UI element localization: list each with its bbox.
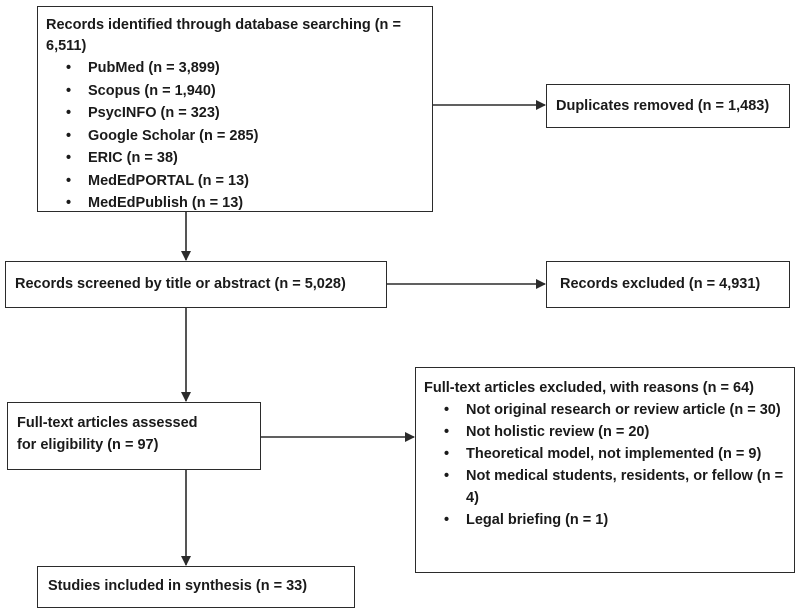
records-identified-box: Records identified through database sear… [37,6,433,212]
bullet-icon: • [444,402,450,418]
database-item-eric: •ERIC (n = 38) [46,147,424,170]
bullet-icon: • [66,150,72,166]
database-item-mededportal: •MedEdPORTAL (n = 13) [46,170,424,193]
bullet-icon: • [66,82,72,99]
exclusion-reason-not-original: •Not original research or review article… [424,399,787,421]
records-excluded-box: Records excluded (n = 4,931) [546,261,790,308]
studies-included-label: Studies included in synthesis (n = 33) [48,578,308,594]
database-item-google-scholar: •Google Scholar (n = 285) [46,125,424,148]
bullet-icon: • [66,127,72,144]
exclusion-reason-not-holistic: •Not holistic review (n = 20) [424,421,787,443]
fulltext-assessed-box: Full-text articles assessed for eligibil… [7,402,261,470]
bullet-icon: • [444,446,450,462]
database-item-psycinfo: •PsycINFO (n = 323) [46,102,424,125]
exclusion-reason-theoretical: •Theoretical model, not implemented (n =… [424,443,787,465]
bullet-icon: • [66,172,72,189]
records-identified-title: Records identified through database sear… [46,17,401,54]
exclusion-reasons-list: •Not original research or review article… [424,399,787,531]
fulltext-excluded-box: Full-text articles excluded, with reason… [415,367,795,573]
bullet-icon: • [66,195,72,211]
records-screened-box: Records screened by title or abstract (n… [5,261,387,308]
bullet-icon: • [444,424,450,440]
database-item-pubmed: •PubMed (n = 3,899) [46,57,424,80]
database-list: •PubMed (n = 3,899) •Scopus (n = 1,940) … [46,57,424,215]
bullet-icon: • [66,105,72,121]
records-screened-label: Records screened by title or abstract (n… [15,276,346,292]
duplicates-removed-box: Duplicates removed (n = 1,483) [546,84,790,128]
records-excluded-label: Records excluded (n = 4,931) [560,276,761,292]
studies-included-box: Studies included in synthesis (n = 33) [37,566,355,608]
exclusion-reason-not-medical: •Not medical students, residents, or fel… [424,465,787,509]
bullet-icon: • [444,512,450,528]
fulltext-assessed-line-2: for eligibility (n = 97) [17,437,159,453]
fulltext-excluded-title: Full-text articles excluded, with reason… [424,380,754,396]
bullet-icon: • [66,60,72,76]
bullet-icon: • [444,468,450,484]
database-item-mededpublish: •MedEdPublish (n = 13) [46,192,424,215]
fulltext-assessed-line-1: Full-text articles assessed [17,415,198,431]
exclusion-reason-legal: •Legal briefing (n = 1) [424,509,787,531]
database-item-scopus: •Scopus (n = 1,940) [46,80,424,103]
duplicates-removed-label: Duplicates removed (n = 1,483) [556,98,770,114]
